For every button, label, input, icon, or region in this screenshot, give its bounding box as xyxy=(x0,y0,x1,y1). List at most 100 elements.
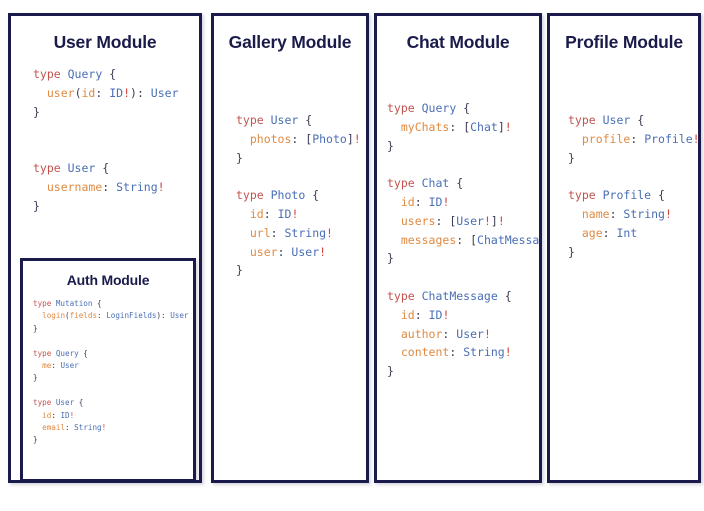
code-token: ChatMessage xyxy=(421,288,498,303)
code-token xyxy=(568,207,582,221)
code-token: User xyxy=(291,244,320,259)
code-token: type xyxy=(387,288,422,303)
code-token: } xyxy=(387,251,394,266)
code-token: : xyxy=(435,213,450,228)
code-token: User xyxy=(270,113,299,127)
code-token: { xyxy=(92,299,102,308)
code-token: : xyxy=(630,131,645,146)
code-token: String xyxy=(623,206,665,221)
code-block-gallery-module: type User { photos: [Photo]!} type Photo… xyxy=(236,111,366,280)
code-token: ID xyxy=(277,206,292,221)
code-line: } xyxy=(387,362,539,381)
code-line: } xyxy=(33,197,199,216)
code-line: user(id: ID!): User xyxy=(33,84,199,103)
code-line: } xyxy=(568,243,698,262)
code-token: : xyxy=(263,206,278,221)
code-token: : xyxy=(609,206,624,221)
code-line xyxy=(387,268,539,287)
code-token: Profile xyxy=(644,131,693,146)
code-line: id: ID! xyxy=(387,306,539,325)
code-token: messages xyxy=(400,232,457,247)
code-token: ( xyxy=(74,85,82,100)
code-token: String xyxy=(74,423,102,433)
code-token: Query xyxy=(67,67,103,81)
code-token: type xyxy=(236,113,271,127)
code-token: id xyxy=(400,194,415,209)
code-token: { xyxy=(78,348,88,358)
code-line: profile: Profile! xyxy=(568,130,698,149)
panel-title-user-module: User Module xyxy=(53,32,157,52)
code-token: : xyxy=(442,326,457,341)
code-token: age xyxy=(581,225,603,240)
code-line: login(fields: LoginFields): User xyxy=(33,310,193,322)
code-token: id xyxy=(81,85,96,100)
code-line: url: String! xyxy=(236,224,366,243)
code-line: age: Int xyxy=(568,224,698,243)
code-token: String xyxy=(284,225,327,240)
code-token xyxy=(568,132,582,146)
code-line xyxy=(33,121,199,140)
code-token: type xyxy=(568,188,603,203)
code-line: } xyxy=(568,149,698,168)
code-line: me: User xyxy=(33,360,193,372)
code-token: : xyxy=(51,410,61,420)
code-token: ! xyxy=(692,131,700,146)
code-token: username xyxy=(46,179,103,194)
code-token: Profile xyxy=(602,188,652,203)
code-token: User xyxy=(55,398,75,408)
code-line: } xyxy=(33,434,193,446)
code-token: { xyxy=(630,113,645,127)
code-token: ] xyxy=(346,131,354,146)
code-token xyxy=(33,411,42,420)
code-line: type Query { xyxy=(33,348,193,360)
code-token: ! xyxy=(291,206,299,221)
code-token: { xyxy=(456,101,471,115)
code-token: String xyxy=(463,345,505,360)
code-token xyxy=(33,86,47,100)
code-token xyxy=(33,311,42,320)
code-token: } xyxy=(387,138,394,153)
code-token: ID xyxy=(109,85,124,100)
code-token: type xyxy=(568,113,603,127)
code-token: User xyxy=(150,85,179,100)
code-token: id xyxy=(249,206,264,221)
code-token: ! xyxy=(504,345,512,360)
code-token: ): xyxy=(156,311,171,321)
code-token xyxy=(387,233,401,247)
code-token: Chat xyxy=(421,176,450,191)
code-line: type Photo { xyxy=(236,186,366,205)
code-line: id: ID! xyxy=(236,205,366,224)
code-token: [ xyxy=(463,119,471,134)
code-token: ! xyxy=(69,410,75,420)
code-line: id: ID! xyxy=(33,410,193,422)
panel-gallery-module[interactable]: Gallery Module type User { photos: [Phot… xyxy=(211,13,369,483)
panel-profile-module[interactable]: Profile Module type User { profile: Prof… xyxy=(547,13,701,483)
code-token: ! xyxy=(101,423,107,433)
code-token: } xyxy=(33,373,38,383)
code-token: ! xyxy=(157,179,165,194)
code-line xyxy=(387,155,539,174)
code-token: : xyxy=(291,131,306,146)
code-block-user-module: type Query { user(id: ID!): User} type U… xyxy=(33,65,199,215)
panel-chat-module[interactable]: Chat Module type Query { myChats: [Chat]… xyxy=(374,13,542,483)
code-line xyxy=(236,167,366,186)
code-token: : xyxy=(270,225,285,240)
panel-auth-module[interactable]: Auth Module type Mutation { login(fields… xyxy=(20,258,196,480)
code-token: { xyxy=(305,188,320,203)
code-token: id xyxy=(400,307,415,322)
code-token: Query xyxy=(55,348,79,358)
code-token: : xyxy=(456,232,471,247)
code-token xyxy=(33,180,47,194)
code-token: type xyxy=(33,398,56,408)
code-token: LoginFields xyxy=(106,311,157,321)
code-line: } xyxy=(236,261,366,280)
code-line: messages: [ChatMessage]! xyxy=(387,231,539,250)
code-token: ! xyxy=(326,225,333,240)
code-token xyxy=(33,423,42,432)
panel-user-module[interactable]: User Module type Query { user(id: ID!): … xyxy=(8,13,202,483)
code-token: ! xyxy=(504,119,512,134)
code-token: { xyxy=(74,398,84,408)
code-line: email: String! xyxy=(33,422,193,434)
code-line: } xyxy=(33,372,193,384)
code-token: { xyxy=(651,188,665,203)
